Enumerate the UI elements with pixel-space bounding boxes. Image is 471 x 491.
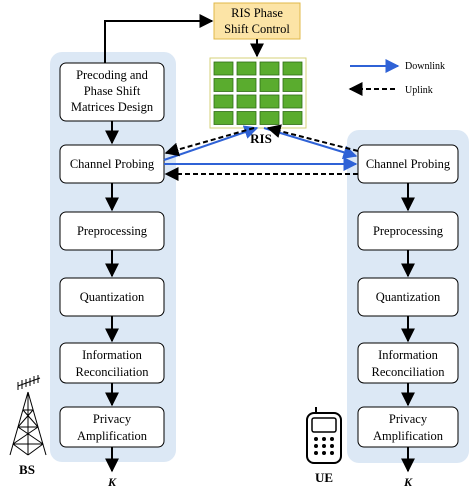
ris-tile <box>236 78 257 92</box>
ris-control-line1: RIS Phase <box>231 6 283 20</box>
ue-quantization-label: Quantization <box>376 290 441 304</box>
ue-privacy-line1: Privacy <box>389 412 428 426</box>
bs-block-channel-probing: Channel Probing <box>59 144 165 184</box>
ris-surface <box>209 57 307 129</box>
bs-preprocessing-label: Preprocessing <box>77 224 148 238</box>
bs-precoding-line2: Phase Shift <box>84 84 141 98</box>
ue-block-privacy: Privacy Amplification <box>357 406 459 448</box>
ris-tile <box>282 61 303 76</box>
bs-block-precoding: Precoding and Phase Shift Matrices Desig… <box>59 62 165 122</box>
ue-phone-icon <box>306 407 342 464</box>
ris-tile <box>236 61 257 76</box>
ue-block-reconciliation: Information Reconciliation <box>357 342 459 384</box>
bs-reconciliation-line1: Information <box>82 348 142 362</box>
bs-channel-probing-label: Channel Probing <box>70 157 155 171</box>
ue-block-preprocessing: Preprocessing <box>357 211 459 251</box>
bs-block-reconciliation: Information Reconciliation <box>59 342 165 384</box>
bs-block-preprocessing: Preprocessing <box>59 211 165 251</box>
bs-key-label: K <box>107 475 117 489</box>
ris-tile <box>236 111 257 125</box>
legend-uplink-label: Uplink <box>405 85 433 96</box>
bs-tower-icon <box>9 375 47 456</box>
ris-tile <box>282 94 303 109</box>
legend-downlink-label: Downlink <box>405 61 445 72</box>
ris-control-box: RIS Phase Shift Control <box>213 2 301 40</box>
ris-tile <box>213 111 234 125</box>
control-path <box>104 14 264 63</box>
ris-control-line2: Shift Control <box>224 22 290 36</box>
bs-privacy-line1: Privacy <box>93 412 132 426</box>
ue-reconciliation-line2: Reconciliation <box>372 365 446 379</box>
uplink-arrows <box>164 124 359 181</box>
bs-block-privacy: Privacy Amplification <box>59 406 165 448</box>
legend: Downlink Uplink <box>348 59 445 96</box>
ris-tile <box>213 61 234 76</box>
bs-label: BS <box>19 462 35 477</box>
ue-block-channel-probing: Channel Probing <box>357 144 459 184</box>
ue-reconciliation-line1: Information <box>378 348 438 362</box>
ris-tile <box>259 111 280 125</box>
bs-privacy-line2: Amplification <box>77 429 148 443</box>
bs-quantization-label: Quantization <box>80 290 145 304</box>
ris-tile <box>259 61 280 76</box>
ris-label: RIS <box>250 131 272 146</box>
ue-privacy-line2: Amplification <box>373 429 444 443</box>
ris-tile <box>282 78 303 92</box>
ue-channel-probing-label: Channel Probing <box>366 157 451 171</box>
ue-block-quantization: Quantization <box>357 277 459 317</box>
ris-tile <box>213 94 234 109</box>
ris-tile-grid <box>213 61 303 125</box>
bs-block-quantization: Quantization <box>59 277 165 317</box>
ris-tile <box>213 78 234 92</box>
bs-precoding-line1: Precoding and <box>76 68 149 82</box>
ue-key-label: K <box>403 475 413 489</box>
ris-tile <box>282 111 303 125</box>
ris-tile <box>236 94 257 109</box>
bs-reconciliation-line2: Reconciliation <box>76 365 150 379</box>
ris-tile <box>259 78 280 92</box>
ris-tile <box>259 94 280 109</box>
ue-preprocessing-label: Preprocessing <box>373 224 444 238</box>
bs-precoding-line3: Matrices Design <box>71 100 154 114</box>
ue-label: UE <box>315 470 333 485</box>
